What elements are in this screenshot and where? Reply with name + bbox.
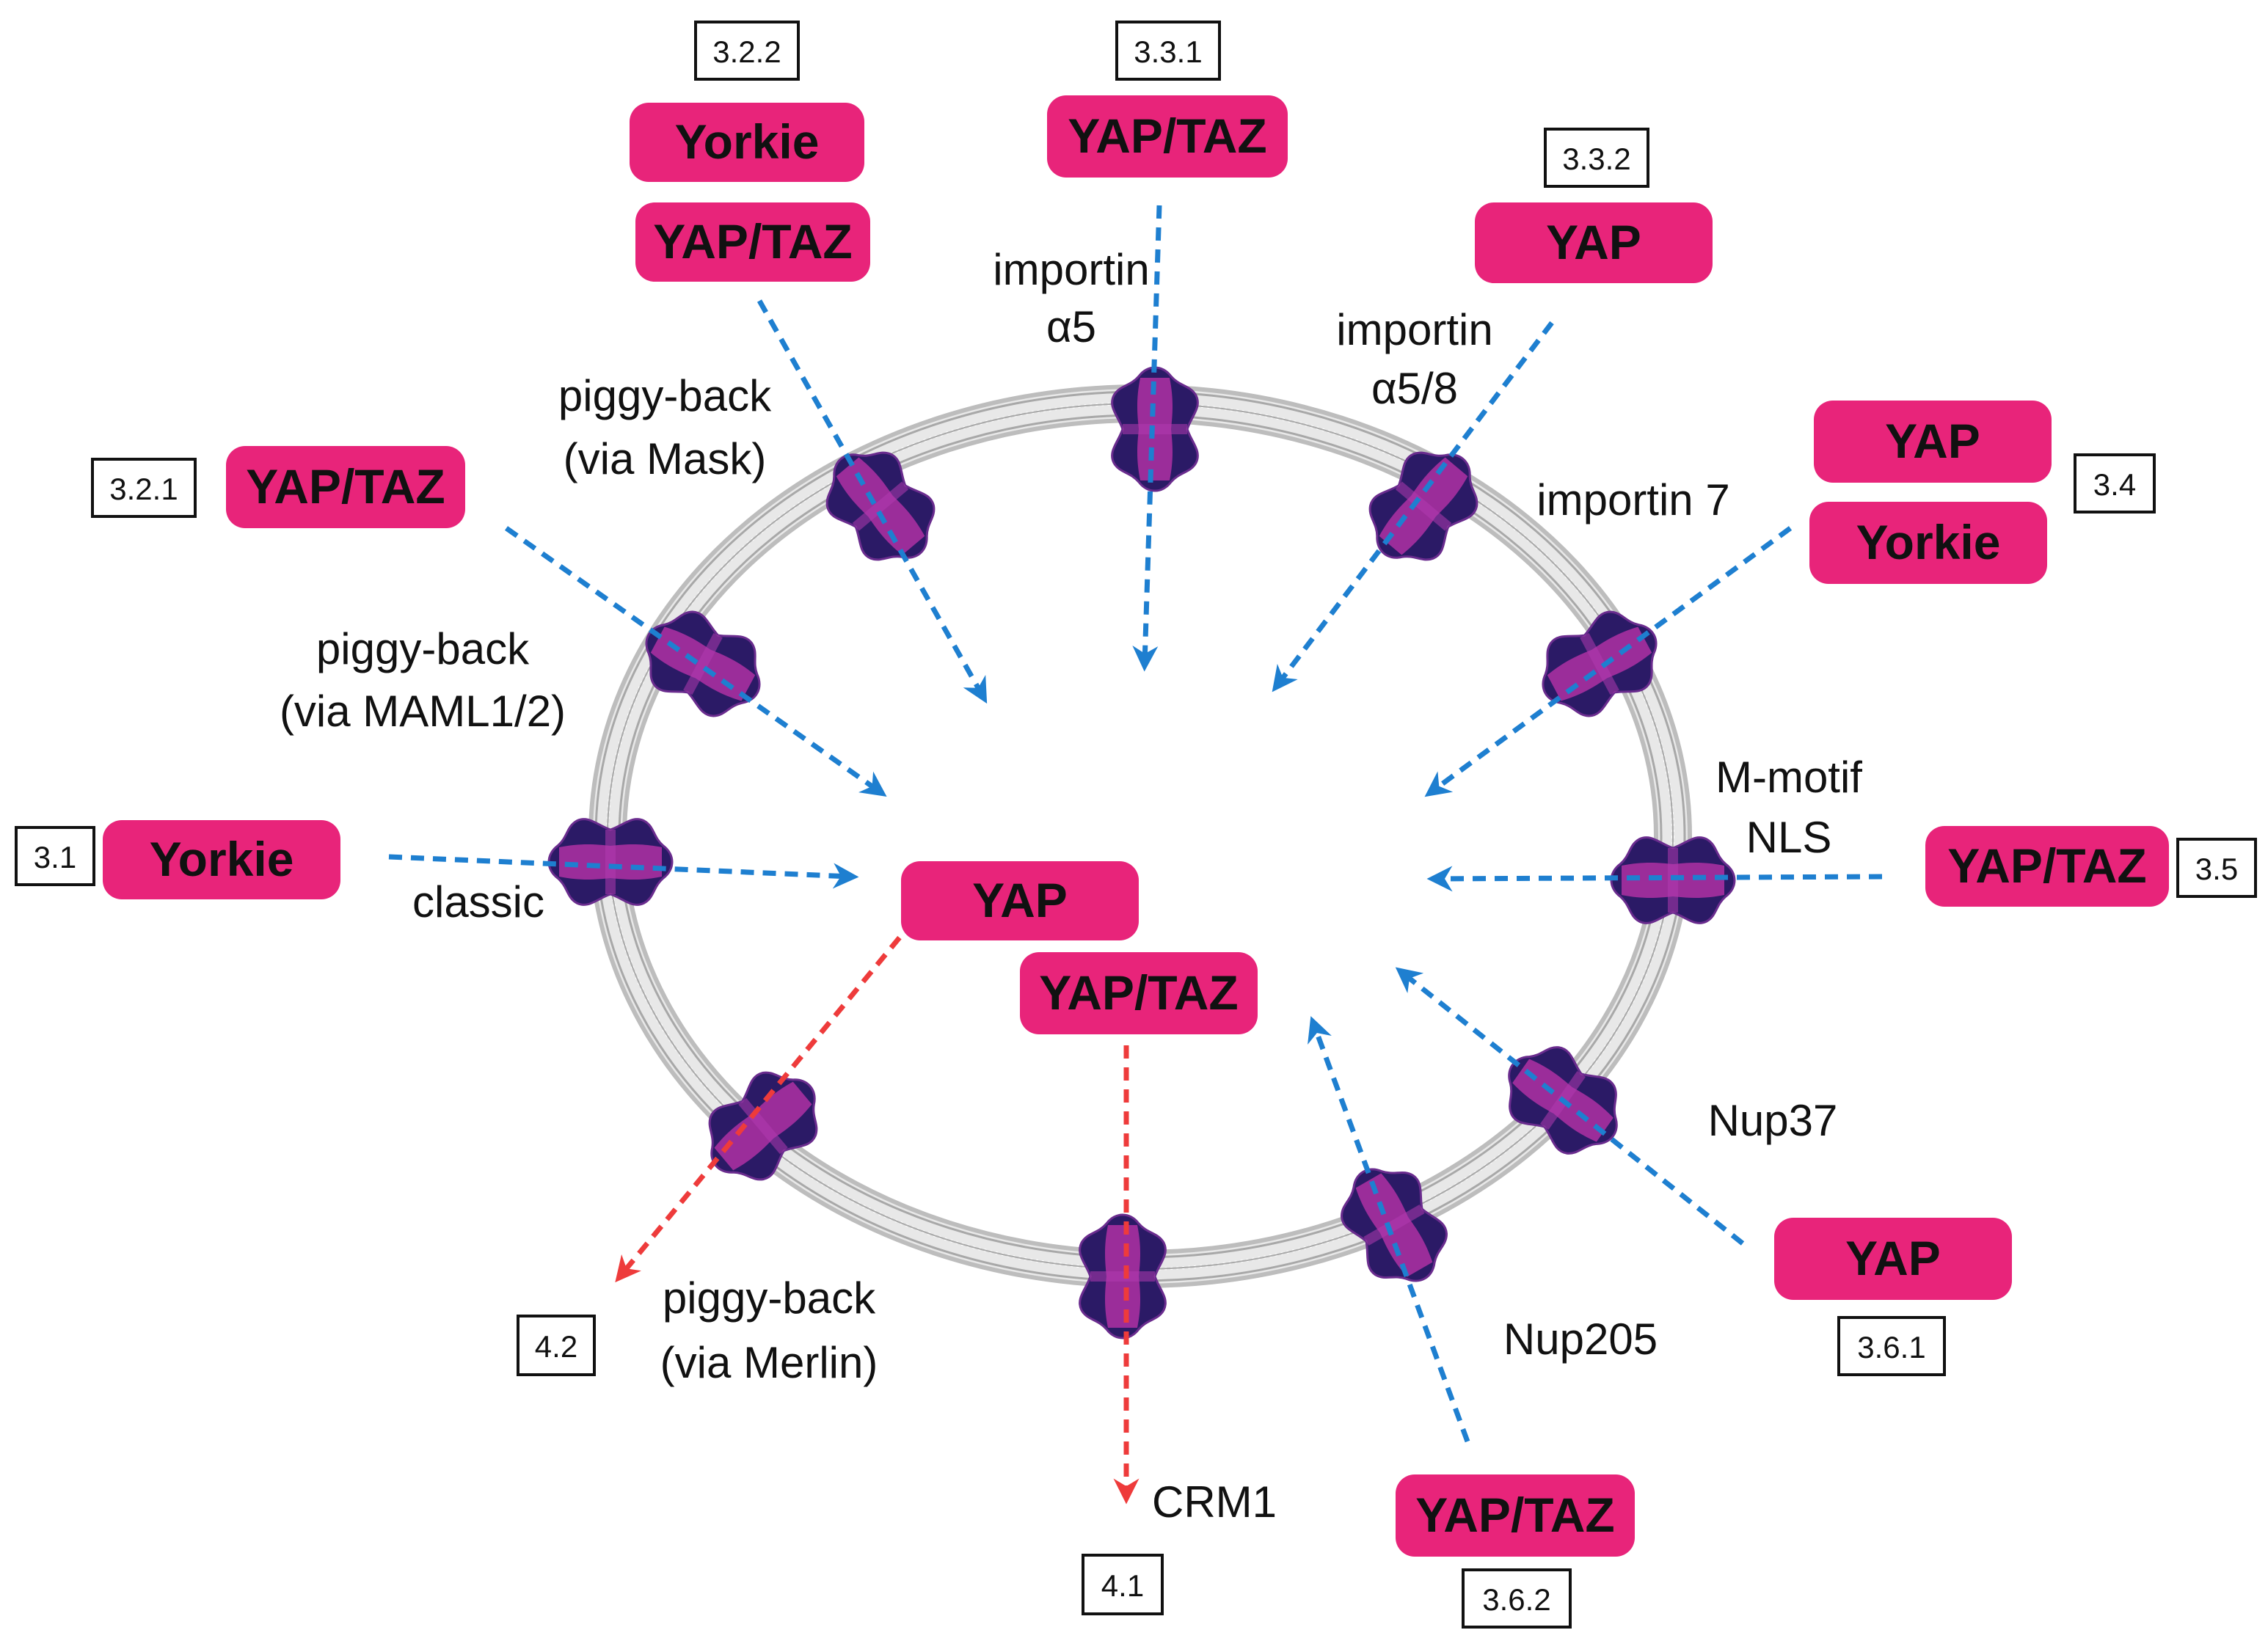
pill-yap-34: YAP bbox=[1814, 401, 2052, 483]
arrow-merlin bbox=[615, 918, 916, 1283]
pill-yap-361: YAP bbox=[1774, 1218, 2012, 1300]
section-label: 3.3.1 bbox=[1134, 34, 1202, 69]
pill-yorkie-31: Yorkie bbox=[103, 820, 340, 899]
label-merlin-line2: (via Merlin) bbox=[660, 1338, 878, 1387]
arrow-mask bbox=[756, 299, 988, 704]
pill-yaptaz-362: YAP/TAZ bbox=[1396, 1474, 1635, 1557]
label-mmotif-line1: M-motif bbox=[1715, 753, 1862, 802]
section-box-41: 4.1 bbox=[1082, 1554, 1164, 1615]
section-boxes: 3.2.2 3.3.1 3.3.2 3.4 3.2.1 3.1 3.5 3.6 bbox=[15, 21, 2257, 1629]
pill-label: Yorkie bbox=[150, 832, 294, 886]
protein-pills: Yorkie YAP/TAZ YAP/TAZ YAP YAP Yorkie YA… bbox=[103, 95, 2169, 1557]
arrow-importin-7 bbox=[1424, 526, 1793, 797]
pill-label: Yorkie bbox=[675, 114, 820, 169]
pill-label: YAP bbox=[1546, 215, 1641, 269]
section-box-321: 3.2.1 bbox=[91, 458, 197, 518]
section-label: 3.4 bbox=[2093, 467, 2136, 502]
pill-label: YAP/TAZ bbox=[1068, 109, 1266, 163]
arrow-nup205 bbox=[1308, 1016, 1470, 1443]
pill-label: YAP/TAZ bbox=[1947, 838, 2146, 893]
section-box-34: 3.4 bbox=[2074, 453, 2156, 514]
arrow-maml bbox=[504, 526, 887, 797]
arrow-importin-a5 bbox=[1132, 205, 1162, 672]
arrow-nup37 bbox=[1395, 967, 1745, 1246]
label-mask-line2: (via Mask) bbox=[564, 434, 767, 483]
pill-yaptaz-center: YAP/TAZ bbox=[1020, 952, 1258, 1034]
pill-yap-332: YAP bbox=[1475, 202, 1713, 283]
pill-yaptaz-321: YAP/TAZ bbox=[226, 446, 465, 528]
pill-label: YAP bbox=[972, 873, 1068, 927]
label-importin-a58-line2: α5/8 bbox=[1371, 364, 1458, 413]
pill-label: YAP bbox=[1885, 414, 1980, 468]
arrow-mmotif bbox=[1426, 866, 1883, 892]
section-label: 3.2.1 bbox=[109, 472, 178, 506]
export-arrows bbox=[615, 918, 1140, 1505]
section-box-332: 3.3.2 bbox=[1544, 128, 1649, 188]
section-label: 3.6.2 bbox=[1482, 1582, 1550, 1617]
label-importin-a5-line1: importin bbox=[993, 245, 1149, 294]
label-mmotif-line2: NLS bbox=[1746, 813, 1832, 862]
section-label: 3.3.2 bbox=[1562, 142, 1630, 176]
import-arrows bbox=[388, 205, 1883, 1443]
section-label: 3.2.2 bbox=[712, 34, 781, 69]
section-box-42: 4.2 bbox=[517, 1315, 596, 1376]
pill-yaptaz-322: YAP/TAZ bbox=[635, 202, 870, 282]
nuclear-pore bbox=[1080, 1215, 1166, 1338]
section-label: 4.2 bbox=[535, 1329, 577, 1364]
label-nup37: Nup37 bbox=[1708, 1096, 1838, 1145]
label-maml-line2: (via MAML1/2) bbox=[280, 687, 566, 736]
pathway-labels: importin α5 importin α5/8 importin 7 pig… bbox=[280, 245, 1862, 1527]
section-label: 3.6.1 bbox=[1857, 1330, 1925, 1364]
pill-yorkie-322: Yorkie bbox=[630, 103, 864, 182]
label-mask-line1: piggy-back bbox=[558, 371, 772, 420]
label-classic: classic bbox=[412, 877, 544, 927]
section-box-31: 3.1 bbox=[15, 826, 95, 886]
arrow-importin-a58 bbox=[1272, 321, 1554, 692]
label-importin-a5-line2: α5 bbox=[1046, 302, 1096, 351]
label-nup205: Nup205 bbox=[1503, 1315, 1658, 1364]
label-merlin-line1: piggy-back bbox=[663, 1273, 876, 1323]
section-box-322: 3.2.2 bbox=[694, 21, 800, 81]
section-box-331: 3.3.1 bbox=[1115, 21, 1221, 81]
pill-label: YAP/TAZ bbox=[653, 214, 852, 268]
label-crm1: CRM1 bbox=[1152, 1477, 1277, 1527]
section-label: 3.1 bbox=[34, 840, 76, 874]
section-label: 4.1 bbox=[1101, 1568, 1144, 1603]
pill-label: Yorkie bbox=[1856, 515, 2001, 569]
section-box-361: 3.6.1 bbox=[1837, 1316, 1946, 1376]
pill-label: YAP bbox=[1845, 1231, 1941, 1285]
label-importin-a58-line1: importin bbox=[1336, 305, 1492, 354]
pill-label: YAP/TAZ bbox=[1039, 965, 1238, 1020]
section-box-35: 3.5 bbox=[2176, 838, 2257, 898]
pill-yap-center: YAP bbox=[901, 861, 1139, 940]
pill-label: YAP/TAZ bbox=[1415, 1488, 1614, 1542]
label-importin-7: importin 7 bbox=[1536, 475, 1729, 525]
section-box-362: 3.6.2 bbox=[1462, 1568, 1572, 1629]
pill-yorkie-34: Yorkie bbox=[1809, 502, 2047, 584]
pill-label: YAP/TAZ bbox=[246, 459, 445, 514]
section-label: 3.5 bbox=[2195, 852, 2238, 886]
arrow-classic bbox=[388, 854, 859, 889]
pill-yaptaz-35: YAP/TAZ bbox=[1925, 826, 2169, 907]
pill-yaptaz-331: YAP/TAZ bbox=[1047, 95, 1288, 178]
label-maml-line1: piggy-back bbox=[316, 624, 530, 673]
